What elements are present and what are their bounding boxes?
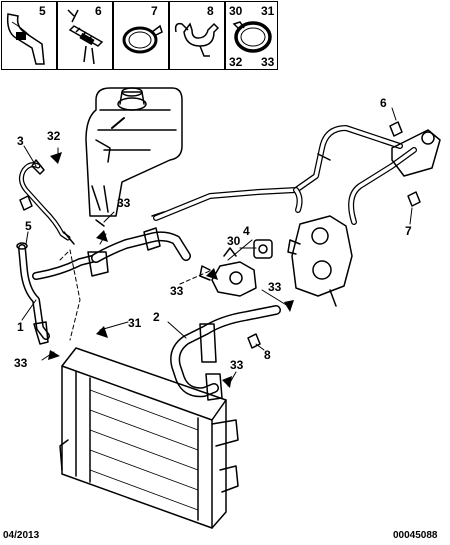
legend-cell-7: 7 [113, 1, 169, 70]
hose-2 [170, 305, 281, 401]
upper-hose [87, 219, 191, 277]
legend-number: 33 [261, 55, 275, 69]
callout-7: 7 [405, 224, 412, 238]
hose-3 [18, 159, 75, 245]
legend-cell-8: 8 [169, 1, 225, 70]
legend-number: 6 [95, 4, 102, 18]
legend-number: 31 [261, 4, 275, 18]
expansion-tank [85, 87, 183, 217]
callout-3: 3 [17, 134, 24, 148]
radiator [59, 347, 239, 529]
callout-5: 5 [25, 219, 32, 233]
leader-lines [21, 107, 413, 387]
callout-30: 30 [227, 234, 241, 248]
callout-8: 8 [264, 348, 271, 362]
callout-32: 32 [47, 129, 61, 143]
footer-reference: 00045088 [393, 530, 438, 541]
callout-4: 4 [243, 224, 250, 238]
legend-number: 5 [39, 4, 46, 18]
hose-1 [16, 242, 100, 345]
callout-33-radiator: 33 [14, 356, 28, 370]
legend-number: 7 [151, 4, 158, 18]
clip-5-marker [19, 195, 33, 211]
callout-33-hose: 33 [170, 284, 184, 298]
seal-4 [253, 239, 273, 259]
callout-33-tank: 33 [117, 196, 131, 210]
callout-31: 31 [128, 316, 142, 330]
thermostat-housing [199, 247, 257, 297]
clamp-7-icon [122, 24, 163, 54]
footer-date: 04/2013 [3, 530, 40, 541]
clip-6-marker [389, 121, 403, 137]
legend-cell-30-33: 30 31 32 33 [225, 1, 278, 70]
water-outlet [287, 215, 353, 307]
legend-number: 30 [229, 4, 243, 18]
legend-cell-5: 5 [1, 1, 57, 70]
callout-6: 6 [380, 96, 387, 110]
clip-8-icon [174, 22, 220, 57]
legend-cell-6: 6 [57, 1, 113, 70]
clip-7-marker [407, 191, 421, 207]
hose-clamp-icon [232, 21, 272, 53]
arrow-heads [48, 152, 294, 388]
heater-pipes [151, 125, 441, 225]
callout-33-lower: 33 [230, 358, 244, 372]
clip-5-icon [6, 13, 45, 65]
callout-33-outlet: 33 [268, 280, 282, 294]
legend-number: 32 [229, 55, 243, 69]
clip-6-icon [67, 9, 104, 65]
clip-8-marker [247, 333, 261, 349]
callout-1: 1 [17, 320, 24, 334]
legend-strip: 5 6 7 8 30 31 32 [1, 1, 278, 72]
legend-number: 8 [207, 4, 214, 18]
callout-2: 2 [153, 310, 160, 324]
